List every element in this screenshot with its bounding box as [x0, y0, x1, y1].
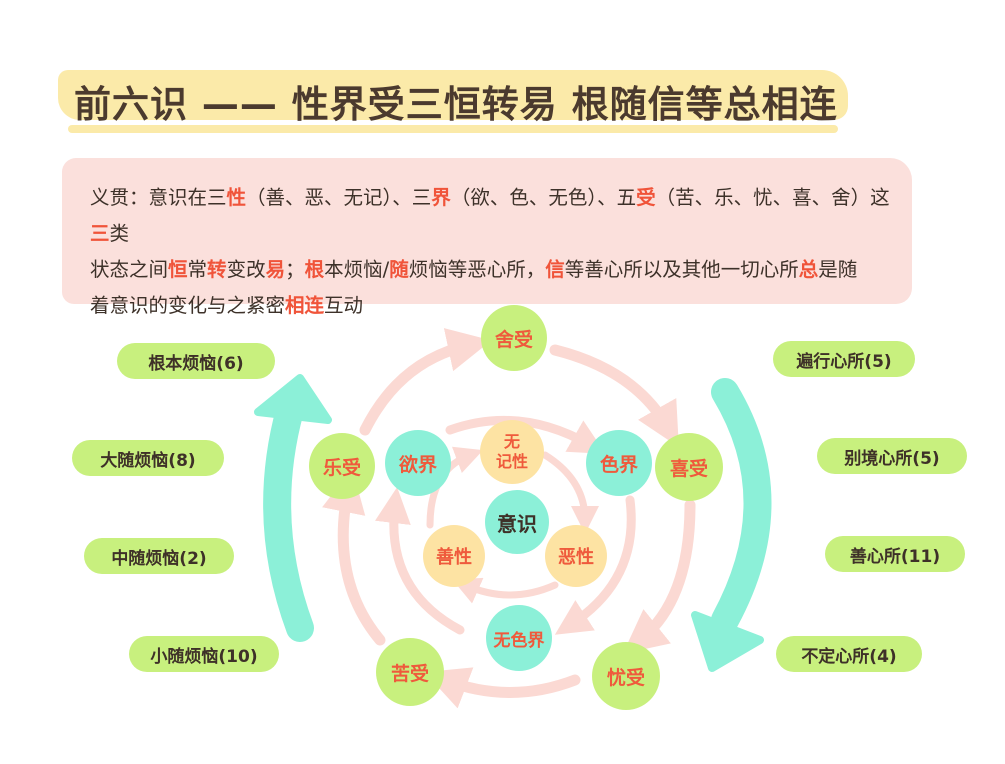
middle-arc-left — [375, 487, 465, 635]
node-good-nature: 善性 — [423, 525, 485, 587]
node-form-realm: 色界 — [586, 430, 652, 496]
pill-wholesome-factors: 善心所(11) — [825, 536, 965, 572]
node-formless-realm: 无色界 — [486, 605, 552, 671]
node-joy-feeling: 喜受 — [655, 433, 723, 501]
node-neutral-feeling: 舍受 — [481, 305, 547, 371]
title-banner: 前六识 —— 性界受三恒转易 根随信等总相连 — [58, 62, 848, 133]
node-pleasure-feeling: 乐受 — [309, 433, 375, 499]
inner-arc-bottom — [452, 577, 559, 604]
pill-universal-factors: 遍行心所(5) — [773, 341, 915, 377]
node-suffering-feeling: 苦受 — [376, 638, 444, 706]
inner-arc-right — [541, 451, 599, 534]
pill-minor-secondary-afflictions: 小随烦恼(10) — [129, 636, 279, 672]
outer-arc-top-right — [549, 344, 679, 448]
title-underline — [68, 125, 838, 133]
right-down-arrow-head — [691, 611, 764, 672]
description-box: 义贯：意识在三性（善、恶、无记）、三界（欲、色、无色）、五受（苦、乐、忧、喜、舍… — [62, 158, 912, 317]
outer-arc-right-bottom — [622, 499, 696, 654]
title-highlight — [58, 70, 848, 120]
middle-arc-right — [554, 495, 636, 635]
left-up-arrow — [263, 396, 314, 642]
outer-arc-left-bottom — [322, 468, 386, 646]
right-down-arrow — [711, 378, 772, 634]
pill-object-specific-factors: 别境心所(5) — [817, 438, 967, 474]
outer-arc-bottom — [424, 667, 581, 709]
node-neutral-nature: 无 记性 — [480, 420, 544, 484]
pill-medium-secondary-afflictions: 中随烦恼(2) — [84, 538, 234, 574]
outer-arc-left-top — [359, 328, 492, 436]
pill-root-afflictions: 根本烦恼(6) — [117, 343, 275, 379]
left-up-arrow-head — [254, 374, 332, 424]
description-text: 义贯：意识在三性（善、恶、无记）、三界（欲、色、无色）、五受（苦、乐、忧、喜、舍… — [90, 186, 890, 317]
center-consciousness: 意识 — [485, 490, 549, 554]
pill-major-secondary-afflictions: 大随烦恼(8) — [72, 440, 224, 476]
page-title: 前六识 —— 性界受三恒转易 根随信等总相连 — [74, 83, 838, 126]
pill-indeterminate-factors: 不定心所(4) — [776, 636, 922, 672]
node-sorrow-feeling: 忧受 — [592, 642, 660, 710]
node-evil-nature: 恶性 — [545, 525, 607, 587]
node-desire-realm: 欲界 — [385, 430, 451, 496]
